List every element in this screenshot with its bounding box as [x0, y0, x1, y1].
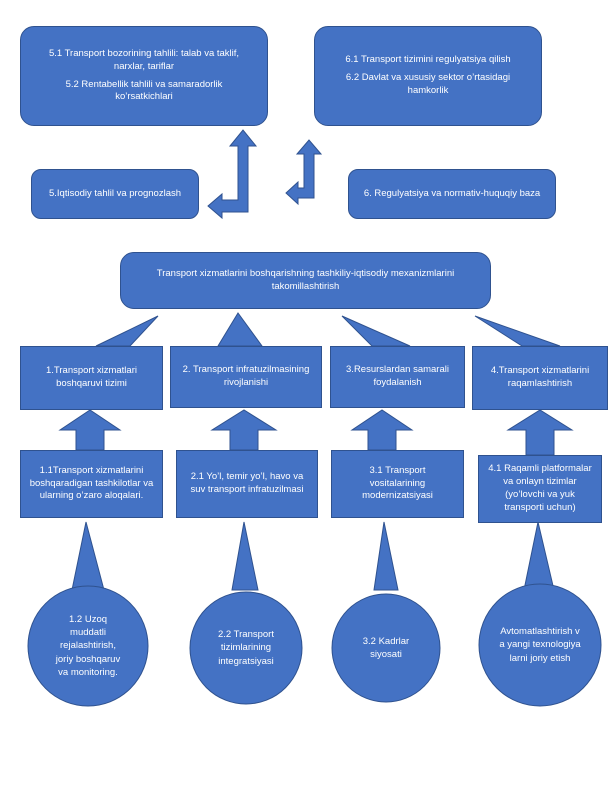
bent-arrow-right	[285, 139, 323, 206]
column-sub-2: 2.1 Yo’l, temir yo’l, havo va suv transp…	[176, 450, 318, 518]
column-sub-3: 3.1 Transport vositalarining modernizats…	[331, 450, 464, 518]
mid-left-label: 5.Iqtisodiy tahlil va prognozlash	[48, 187, 182, 199]
column-head-3: 3.Resurslardan samarali foydalanish	[330, 346, 465, 408]
column-head-2: 2. Transport infratuzilmasining rivojlan…	[170, 346, 322, 408]
mid-left-box: 5.Iqtisodiy tahlil va prognozlash	[31, 169, 199, 219]
circle-2-label: 2.2 Transport tizimlarining integratsiya…	[218, 629, 274, 667]
top-right-line-1: 6.1 Transport tizimini regulyatsiya qili…	[345, 54, 511, 66]
circle-3: 3.2 Kadrlar siyosati	[332, 594, 440, 702]
callout-tail-1	[95, 315, 159, 347]
circle-4: Avtomatlashtirish va yangi texnologiyala…	[479, 584, 601, 706]
circle-1-label: 1.2 Uzoq muddatli rejalashtirish, joriy …	[55, 613, 121, 678]
callout-tail-2	[217, 312, 263, 347]
column-head-4-label: 4.Transport xizmatlarini raqamlashtirish	[490, 365, 590, 389]
column-head-1-label: 1.Transport xizmatlari boshqaruvi tizimi	[46, 365, 137, 389]
column-sub-4-label: 4.1 Raqamli platformalar va onlayn tizim…	[488, 463, 592, 513]
column-sub-1: 1.1Transport xizmatlarini boshqaradigan …	[20, 450, 163, 518]
bent-arrow-left	[207, 129, 258, 220]
up-arrow-2	[210, 409, 278, 451]
top-left-line-1: 5.1 Transport bozorining tahlili: talab …	[48, 47, 240, 72]
column-head-3-label: 3.Resurslardan samarali foydalanish	[346, 364, 449, 388]
column-head-4: 4.Transport xizmatlarini raqamlashtirish	[472, 346, 608, 410]
top-left-line-2: 5.2 Rentabellik tahlili va samaradorlik …	[65, 78, 223, 103]
circle-shape-3	[331, 593, 441, 703]
up-arrow-3	[350, 409, 414, 451]
top-right-line-2: 6.2 Davlat va xususiy sektor o’rtasidagi…	[345, 72, 511, 96]
column-sub-4: 4.1 Raqamli platformalar va onlayn tizim…	[478, 455, 602, 523]
up-arrow-4	[506, 409, 574, 456]
circle-shape-2	[189, 591, 303, 705]
mid-right-box: 6. Regulyatsiya va normativ-huquqiy baza	[348, 169, 556, 219]
circle-tail-2	[231, 521, 259, 591]
top-left-box: 5.1 Transport bozorining tahlili: talab …	[20, 26, 268, 126]
main-title: Transport xizmatlarini boshqarishning ta…	[156, 267, 455, 292]
up-arrow-1	[58, 409, 122, 451]
callout-tail-4	[474, 315, 561, 347]
circle-shape-4	[478, 583, 602, 707]
top-right-box: 6.1 Transport tizimini regulyatsiya qili…	[314, 26, 542, 126]
circle-tail-3	[373, 521, 399, 591]
main-title-box: Transport xizmatlarini boshqarishning ta…	[120, 252, 491, 309]
circle-4-label: Avtomatlashtirish va yangi texnologiyala…	[499, 626, 581, 664]
circle-shape-1	[27, 585, 149, 707]
callout-tail-3	[341, 315, 411, 347]
column-sub-2-label: 2.1 Yo’l, temir yo’l, havo va suv transp…	[190, 471, 304, 495]
column-head-2-label: 2. Transport infratuzilmasining rivojlan…	[182, 364, 310, 388]
column-sub-1-label: 1.1Transport xizmatlarini boshqaradigan …	[29, 464, 154, 502]
circle-2: 2.2 Transport tizimlarining integratsiya…	[190, 592, 302, 704]
circle-1: 1.2 Uzoq muddatli rejalashtirish, joriy …	[28, 586, 148, 706]
circle-3-label: 3.2 Kadrlar siyosati	[362, 635, 410, 660]
column-head-1: 1.Transport xizmatlari boshqaruvi tizimi	[20, 346, 163, 410]
circle-tail-4	[523, 521, 555, 591]
circle-tail-1	[71, 521, 105, 591]
mid-right-label: 6. Regulyatsiya va normativ-huquqiy baza	[363, 187, 541, 199]
column-sub-3-label: 3.1 Transport vositalarining modernizats…	[362, 464, 433, 502]
